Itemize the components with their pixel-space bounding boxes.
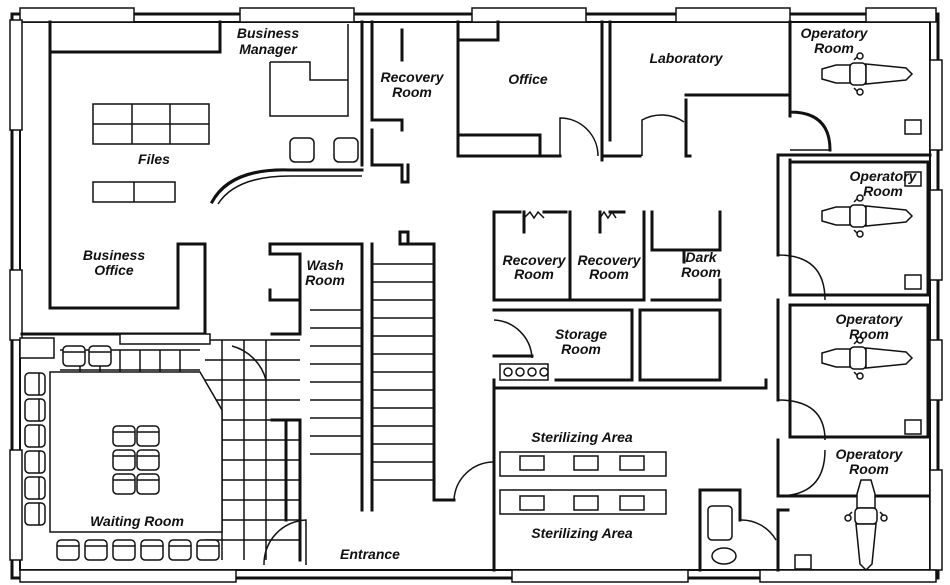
label-office: Office xyxy=(508,71,548,87)
label-files: Files xyxy=(138,151,170,167)
window-icon xyxy=(9,7,943,583)
label-entrance: Entrance xyxy=(340,546,400,562)
label-sterilizing-bottom: Sterilizing Area xyxy=(531,525,633,541)
central-rooms xyxy=(453,210,768,572)
operatory-rooms xyxy=(776,52,932,571)
north-rooms xyxy=(370,20,792,184)
sterilizing-area xyxy=(499,451,790,572)
stairwell xyxy=(268,230,456,512)
waiting-room-area xyxy=(19,333,307,566)
label-sterilizing-top: Sterilizing Area xyxy=(531,429,633,445)
label-laboratory: Laboratory xyxy=(649,50,723,66)
staircase-icon xyxy=(310,263,434,481)
business-office-area xyxy=(20,20,364,336)
label-waiting-room: Waiting Room xyxy=(90,513,184,529)
